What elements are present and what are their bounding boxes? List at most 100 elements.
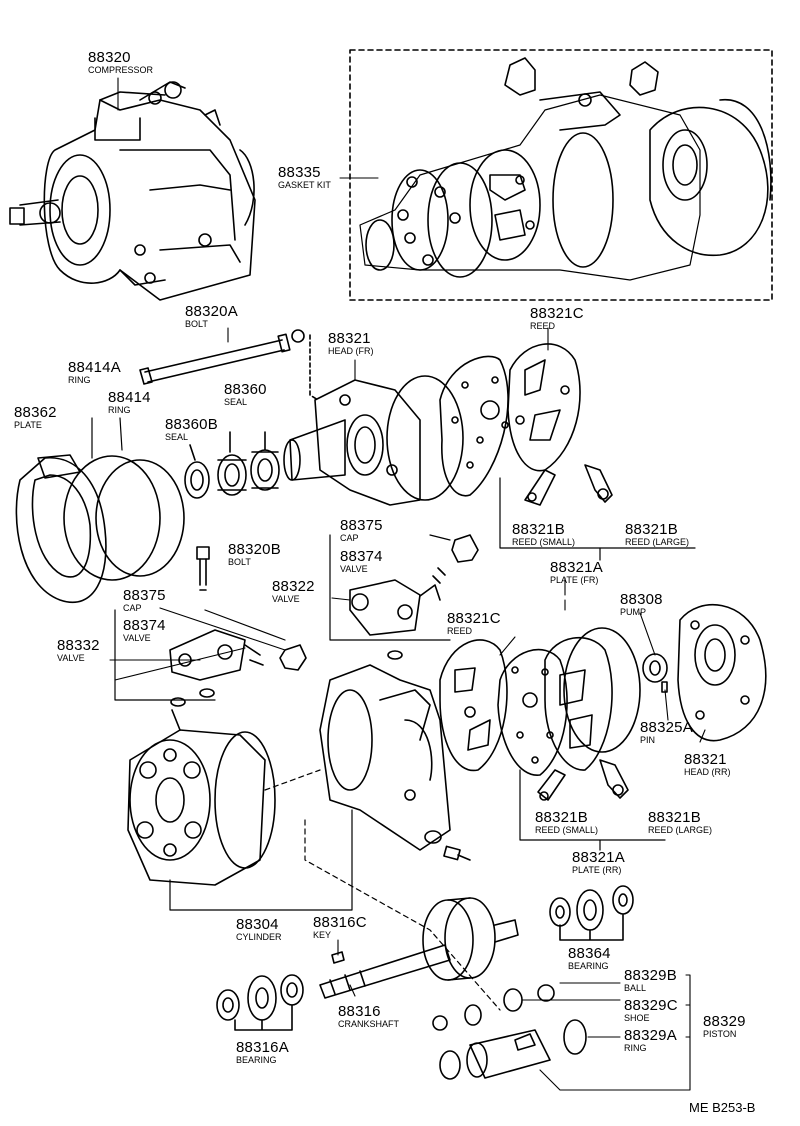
compressor-assembly[interactable] [9, 81, 256, 301]
reed-large-top[interactable] [584, 464, 613, 503]
bolt-cylinder[interactable] [443, 845, 471, 861]
label-bolt-b: 88320B BOLT [228, 542, 281, 567]
reed-88321c-top[interactable] [507, 343, 581, 472]
part-name: VALVE [123, 633, 151, 643]
cylinder-rear[interactable] [319, 664, 451, 851]
label-shoe: 88329C SHOE [624, 998, 678, 1023]
part-number: 88321B [535, 809, 588, 826]
head-fr-88321[interactable] [283, 334, 464, 506]
o-ring-88332[interactable] [170, 697, 186, 707]
part-number: 88321A [550, 559, 603, 576]
part-name: REED (SMALL) [512, 537, 576, 547]
ring-88414[interactable] [95, 459, 185, 577]
bearing-88364[interactable] [549, 885, 634, 941]
ring-88329a[interactable] [563, 1019, 587, 1055]
pump-88308[interactable] [642, 653, 668, 683]
leader-lines [109, 77, 706, 1091]
bolt-88320a[interactable] [139, 329, 305, 385]
swash-plate[interactable] [422, 897, 519, 981]
cap-88375-lower[interactable] [279, 644, 307, 671]
part-name: BOLT [185, 319, 208, 329]
part-name: PUMP [620, 607, 647, 617]
o-ring-rr[interactable] [563, 627, 641, 753]
label-plate-rr: 88321A PLATE (RR) [572, 850, 625, 875]
label-reed-mid: 88321C REED [447, 611, 501, 636]
gasket-rr[interactable] [544, 636, 613, 771]
label-key: 88316C KEY [313, 915, 367, 940]
part-name: PLATE (FR) [550, 575, 599, 585]
bearing-88316a[interactable] [216, 974, 304, 1031]
label-reed-small-bot: 88321B REED (SMALL) [535, 810, 598, 835]
ring-88414a[interactable] [63, 455, 161, 581]
o-ring-88322[interactable] [387, 650, 403, 660]
label-pump: 88308 PUMP [620, 592, 663, 617]
reference-code: ME B253-B [689, 1100, 756, 1115]
label-cap-upper: 88375 CAP [340, 518, 383, 543]
part-number: 88414 [108, 389, 151, 406]
label-compressor: 88320 COMPRESSOR [88, 50, 153, 75]
part-name: PIN [640, 735, 656, 745]
part-number: 88320 [88, 49, 131, 66]
part-number: 88321A [572, 849, 625, 866]
reed-small-bot[interactable] [537, 769, 566, 801]
label-reed-large-top: 88321B REED (LARGE) [625, 522, 689, 547]
reed-small-top[interactable] [524, 469, 556, 506]
seals-88360[interactable] [184, 431, 280, 499]
label-valve-lower: 88374 VALVE [123, 618, 166, 643]
cap-88375-upper[interactable] [432, 534, 479, 584]
part-name: VALVE [272, 594, 300, 604]
part-number: 88322 [272, 578, 315, 595]
part-name: HEAD (FR) [328, 346, 374, 356]
label-reed-top: 88321C REED [530, 306, 584, 331]
label-head-rr: 88321 HEAD (RR) [684, 752, 731, 777]
part-name: CRANKSHAFT [338, 1019, 400, 1029]
label-cap-lower: 88375 CAP [123, 588, 166, 613]
part-number: 88308 [620, 591, 663, 608]
reed-large-bot[interactable] [599, 759, 629, 799]
part-name: SHOE [624, 1013, 650, 1023]
part-number: 88375 [123, 587, 166, 604]
part-name: COMPRESSOR [88, 65, 154, 75]
label-piston: 88329 PISTON [703, 1014, 746, 1039]
label-ball: 88329B BALL [624, 968, 677, 993]
ring-piston[interactable] [439, 1050, 461, 1080]
bolt-88320b[interactable] [196, 546, 210, 591]
reed-88321c-mid[interactable] [439, 639, 508, 772]
part-name: GASKET KIT [278, 180, 331, 190]
part-number: 88321 [328, 330, 371, 347]
gasket-kit-parts[interactable] [359, 57, 772, 281]
part-number: 88332 [57, 637, 100, 654]
part-number: 88321B [625, 521, 678, 538]
head-rr-88321[interactable] [677, 604, 767, 742]
pin-88325a[interactable] [661, 681, 668, 693]
part-name: REED (LARGE) [648, 825, 713, 835]
label-seal-b: 88360B SEAL [165, 417, 218, 442]
cylinder-88304[interactable] [127, 709, 276, 886]
part-number: 88316 [338, 1003, 381, 1020]
label-ring-329a: 88329A RING [624, 1028, 677, 1053]
part-number: 88364 [568, 945, 611, 962]
valve-88322[interactable] [349, 579, 441, 636]
shoe-88329c[interactable] [503, 988, 523, 1012]
valve-plate-fr[interactable] [439, 355, 509, 497]
part-number: 88374 [340, 548, 383, 565]
label-head-fr: 88321 HEAD (FR) [328, 331, 374, 356]
part-number: 88360B [165, 416, 218, 433]
ball-88329b[interactable] [537, 984, 555, 1002]
label-bearing-316a: 88316A BEARING [236, 1040, 289, 1065]
part-name: SEAL [165, 432, 189, 442]
key-88316c[interactable] [331, 951, 345, 964]
valve-plate-rr[interactable] [497, 648, 568, 776]
o-ring-cylinder[interactable] [424, 830, 442, 844]
crankshaft-88316[interactable] [319, 944, 451, 999]
part-name: SEAL [224, 397, 248, 407]
piston-88329[interactable] [466, 1029, 551, 1079]
part-number: 88316C [313, 914, 367, 931]
part-name: CYLINDER [236, 932, 282, 942]
label-ring-a: 88414A RING [68, 360, 121, 385]
part-name: REED [447, 626, 473, 636]
part-name: HEAD (RR) [684, 767, 731, 777]
plate-88362[interactable] [15, 454, 107, 603]
label-crankshaft: 88316 CRANKSHAFT [338, 1004, 399, 1029]
